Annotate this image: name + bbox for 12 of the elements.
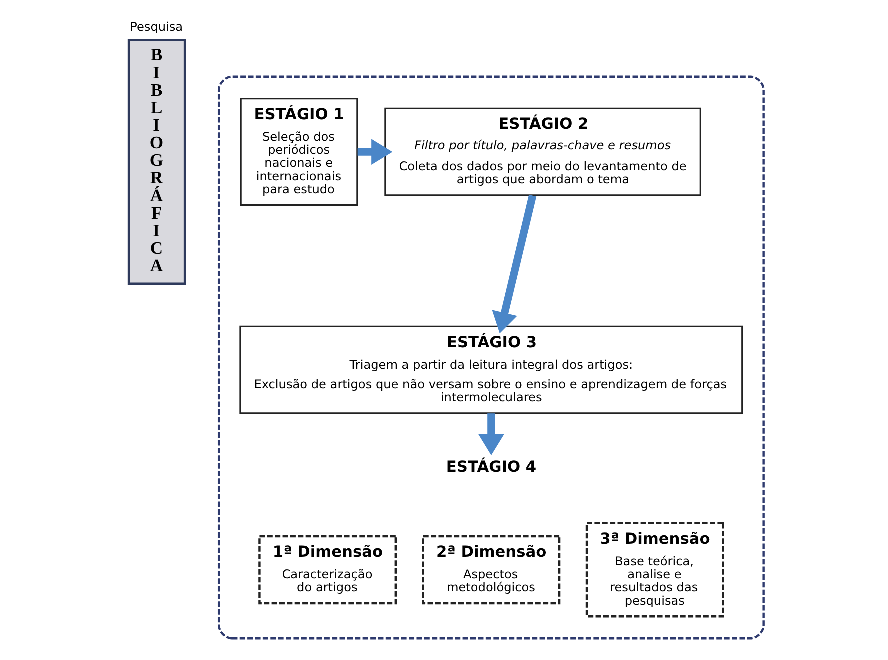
arrow bbox=[357, 139, 392, 165]
arrow bbox=[492, 194, 536, 334]
node-box: 3ª Dimensão Base teórica, analise e resultados das pesquisas bbox=[585, 522, 724, 618]
cluster bbox=[217, 76, 764, 640]
node-label: Pesquisa bbox=[130, 20, 183, 34]
node-box: ESTÁGIO 1 Seleção dos periódicos nacionais e internacionais para estudo bbox=[240, 98, 358, 206]
node-box: 2ª Dimensão Aspectos metodológicos bbox=[422, 535, 560, 605]
arrow bbox=[478, 414, 504, 456]
node-text: ESTÁGIO 4 bbox=[446, 458, 536, 476]
node-box: ESTÁGIO 3 Triagem a partir da leitura integral dos artigos: Exclusão de artigos que não versam sobre o ensino e aprendizagem de forças intermoleculares bbox=[239, 326, 743, 414]
node-box: ESTÁGIO 2 Filtro por título, palavras-chave e resumos Coleta dos dados por meio do levantamento de artigos que abordam o tema bbox=[384, 108, 701, 196]
node-box: 1ª Dimensão Caracterização do artigos bbox=[258, 535, 396, 605]
